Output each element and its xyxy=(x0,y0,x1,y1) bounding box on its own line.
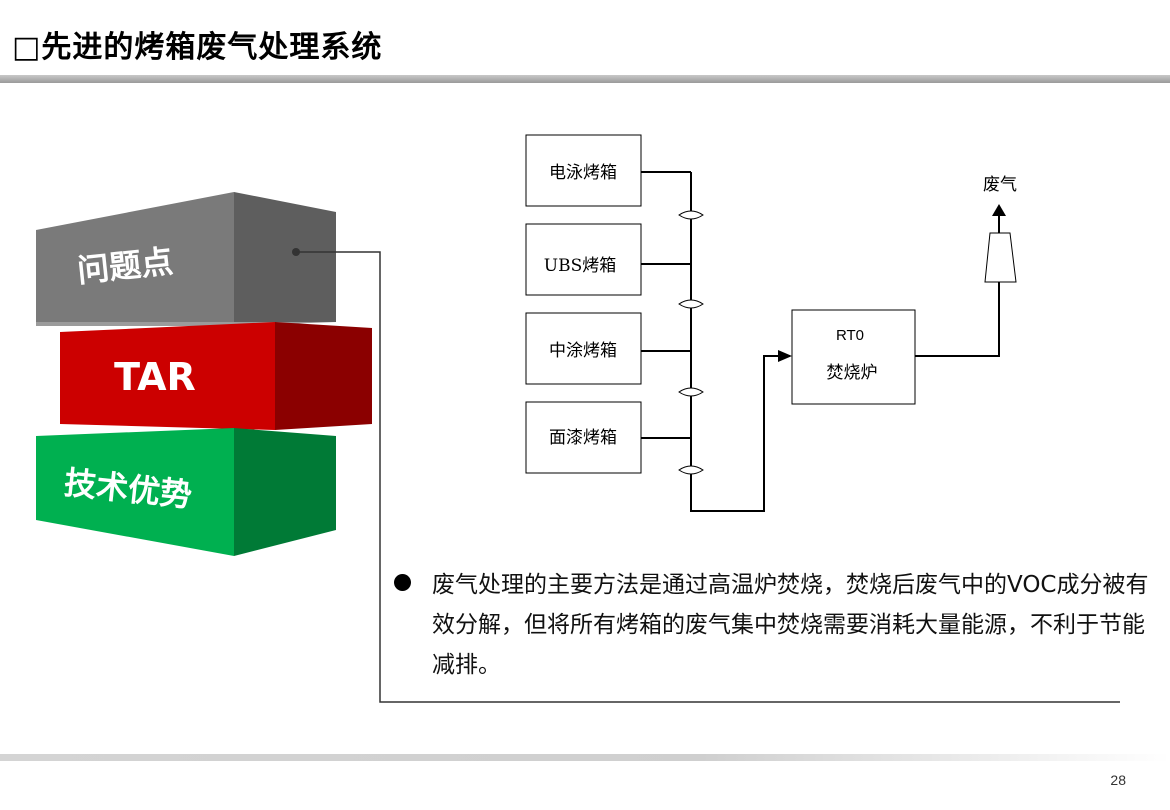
footer-divider xyxy=(0,754,1170,761)
exhaust-duct xyxy=(915,282,1000,357)
oven-label-3: 中涂烤箱 xyxy=(549,341,617,361)
oven-box-4: 面漆烤箱 xyxy=(525,401,642,474)
valve-icon xyxy=(678,210,704,220)
bullet-icon xyxy=(394,574,411,591)
callout-line xyxy=(292,248,1120,703)
block-advantage-side xyxy=(234,428,336,556)
oven-box-1: 电泳烤箱 xyxy=(525,134,642,207)
block-advantage: 技术优势 xyxy=(36,428,336,556)
valve-icon xyxy=(678,299,704,309)
incinerator-label-2: 焚烧炉 xyxy=(827,363,878,383)
block-problem: 问题点 xyxy=(36,192,336,326)
exhaust-arrowhead xyxy=(992,204,1006,216)
block-advantage-front xyxy=(36,428,234,556)
oven-label-1: 电泳烤箱 xyxy=(549,163,617,183)
incinerator-rect xyxy=(791,309,916,405)
oven-label-2: UBS烤箱 xyxy=(544,256,616,276)
title-divider xyxy=(0,75,1170,83)
incinerator-label-1: RT0 xyxy=(836,327,864,344)
main-duct xyxy=(690,172,790,512)
duct-arrowhead xyxy=(778,350,792,362)
valve-icon xyxy=(678,387,704,397)
oven-label-4: 面漆烤箱 xyxy=(549,428,617,448)
block-tar: TAR xyxy=(60,322,372,430)
oven-box-1-rect xyxy=(525,134,642,207)
block-problem-front xyxy=(36,192,234,322)
incinerator-box: RT0 焚烧炉 xyxy=(791,309,916,405)
valve-icon xyxy=(678,465,704,475)
oven-box-2: UBS烤箱 xyxy=(525,223,642,296)
bullet-text: 废气处理的主要方法是通过高温炉焚烧，焚烧后废气中的VOC成分被有效分解，但将所有… xyxy=(432,572,1149,678)
oven-box-3: 中涂烤箱 xyxy=(525,312,642,385)
page-number: 28 xyxy=(1110,772,1126,788)
page-title: □先进的烤箱废气处理系统 xyxy=(12,30,383,65)
chimney-icon xyxy=(984,232,1017,283)
block-tar-side xyxy=(275,322,372,430)
oven-box-2-rect xyxy=(525,223,642,296)
valves xyxy=(678,210,704,475)
duct-connectors xyxy=(641,171,790,512)
block-problem-side xyxy=(234,192,336,322)
exhaust-label: 废气 xyxy=(983,175,1017,195)
block-tar-front xyxy=(60,322,275,430)
oven-box-4-rect xyxy=(525,401,642,474)
oven-box-3-rect xyxy=(525,312,642,385)
block-tar-label: TAR xyxy=(114,355,196,399)
callout-path xyxy=(296,251,1120,703)
